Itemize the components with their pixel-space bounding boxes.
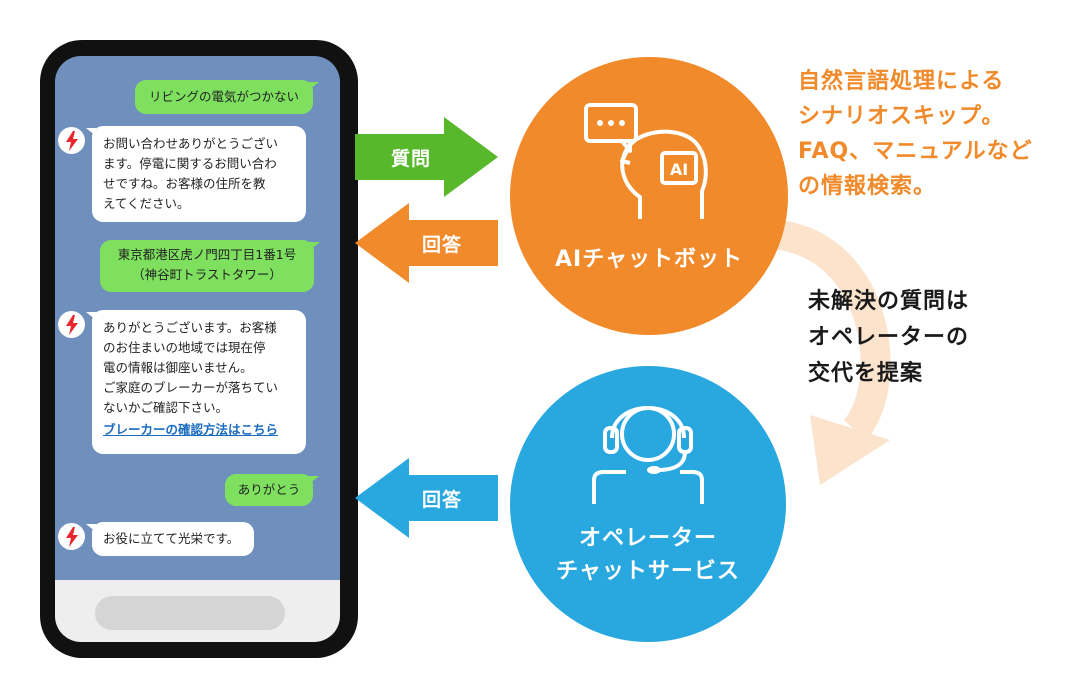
chat-input-field[interactable] xyxy=(95,596,285,630)
bot-avatar xyxy=(58,127,85,154)
ai-description-line: シナリオスキップ。 xyxy=(798,104,1005,129)
operator-label: オペレーター チャットサービス xyxy=(510,522,786,588)
bot-message: ありがとうございます。お客様 のお住まいの地域では現在停 電の情報は御座いません… xyxy=(86,310,306,454)
bot-message-line: 電の情報は御座いません。 xyxy=(103,360,253,375)
lightning-bolt-icon xyxy=(65,130,78,151)
operator-circle: オペレーター チャットサービス xyxy=(510,366,786,642)
answer-arrow-top-label: 回答 xyxy=(422,234,463,256)
bot-message-line: ないかご確認下さい。 xyxy=(103,400,229,415)
lightning-bolt-icon xyxy=(65,314,78,335)
handoff-line: オペレーターの xyxy=(808,325,970,350)
answer-arrow-bottom: 回答 xyxy=(355,458,498,538)
handoff-curved-arrow xyxy=(776,220,891,485)
bot-message: お役に立てて光栄です。 xyxy=(86,522,254,556)
user-message-line: （神谷町トラストタワー） xyxy=(132,267,282,282)
bot-message-line: えてください。 xyxy=(103,196,190,211)
ai-description: 自然言語処理による シナリオスキップ。 FAQ、マニュアルなど の情報検索。 xyxy=(798,64,1033,204)
question-arrow-label: 質問 xyxy=(391,148,432,170)
user-message: ありがとう xyxy=(225,474,319,506)
ai-description-line: 自然言語処理による xyxy=(798,69,1005,94)
bot-avatar xyxy=(58,311,85,338)
bot-message-line: ありがとうございます。お客様 xyxy=(103,320,277,335)
ai-description-line: FAQ、マニュアルなど xyxy=(798,139,1033,164)
answer-arrow-top: 回答 xyxy=(355,203,498,283)
bot-message-line: ご家庭のブレーカーが落ちてい xyxy=(103,380,279,395)
breaker-check-link[interactable]: ブレーカーの確認方法はこちら xyxy=(103,422,279,437)
bot-message-line: せですね。お客様の住所を教 xyxy=(103,176,266,191)
handoff-line: 未解決の質問は xyxy=(808,289,970,314)
handoff-description: 未解決の質問は オペレーターの 交代を提案 xyxy=(808,284,969,392)
user-message-text: リビングの電気がつかない xyxy=(148,89,299,104)
bot-message-line: ます。停電に関するお問い合わ xyxy=(103,156,277,171)
operator-label-line: オペレーター xyxy=(578,526,717,551)
ai-head-icon: AI xyxy=(584,103,708,219)
ai-chip-text: AI xyxy=(670,160,688,179)
ai-chatbot-circle: AI AIチャットボット xyxy=(510,57,788,335)
operator-label-line: チャットサービス xyxy=(556,559,740,584)
operator-headset-icon xyxy=(592,406,704,504)
user-message: リビングの電気がつかない xyxy=(135,80,319,114)
ai-chatbot-label: AIチャットボット xyxy=(555,247,743,272)
bot-message: お問い合わせありがとうござい ます。停電に関するお問い合わ せですね。お客様の住… xyxy=(86,126,306,222)
answer-arrow-bottom-label: 回答 xyxy=(422,489,463,511)
bot-message-line: お問い合わせありがとうござい xyxy=(103,136,279,151)
bot-avatar xyxy=(58,523,85,550)
bot-message-text: お役に立てて光栄です。 xyxy=(103,531,240,546)
user-message-line: 東京都港区虎ノ門四丁目1番1号 xyxy=(117,247,297,262)
user-message-text: ありがとう xyxy=(237,482,301,497)
user-message: 東京都港区虎ノ門四丁目1番1号 （神谷町トラストタワー） xyxy=(100,240,320,292)
lightning-bolt-icon xyxy=(65,526,78,547)
handoff-line: 交代を提案 xyxy=(808,361,924,386)
bot-message-line: のお住まいの地域では現在停 xyxy=(103,340,266,355)
ai-description-line: の情報検索。 xyxy=(798,174,937,199)
question-arrow: 質問 xyxy=(355,117,498,197)
